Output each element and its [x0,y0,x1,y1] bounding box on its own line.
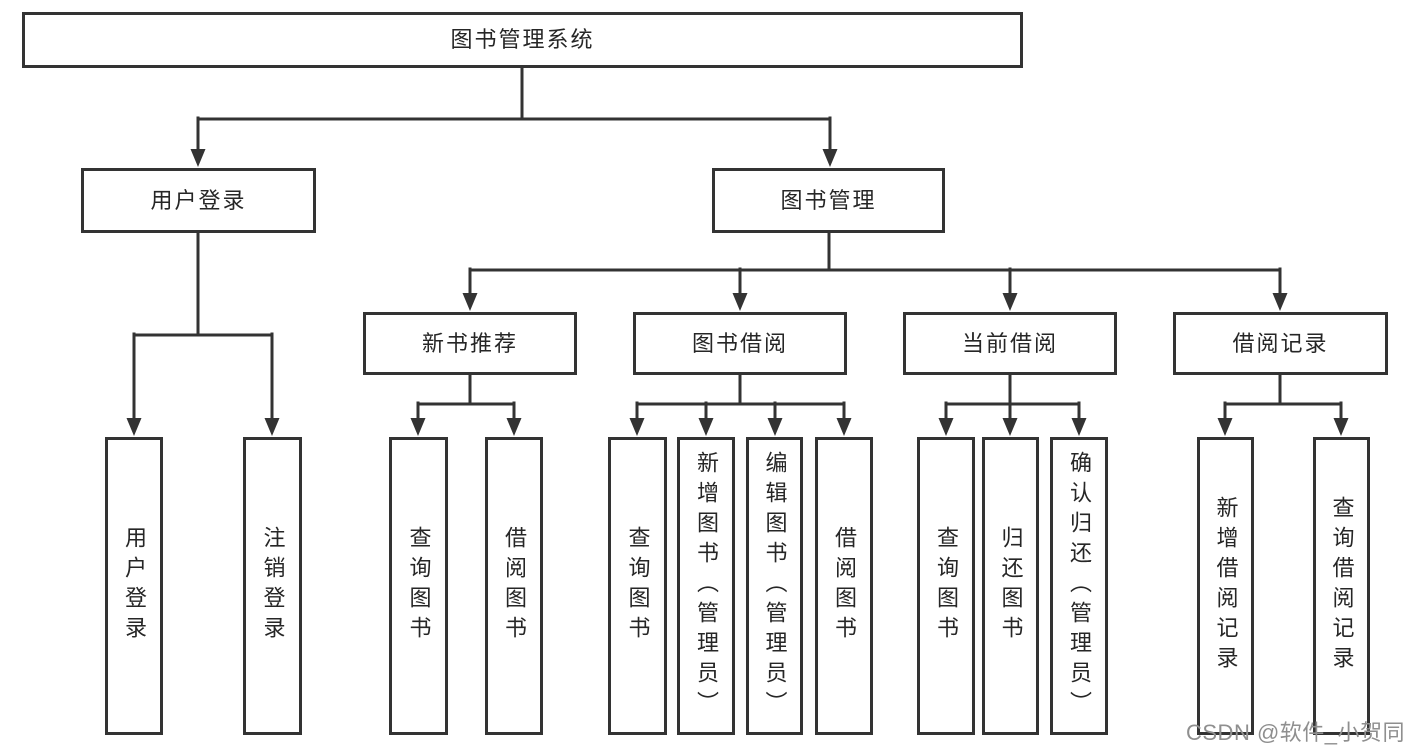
leaf-current-query-books-label: 查询图书 [934,526,959,646]
leaf-recommend-borrow-books: 借阅图书 [485,437,543,735]
leaf-borrow-query-books-label: 查询图书 [625,526,651,646]
leaf-edit-book-admin: 编辑图书（管理员） [746,437,803,735]
leaf-add-book-admin-label: 新增图书（管理员） [694,451,719,721]
connector-login-to-leaves [126,229,280,436]
node-root-label: 图书管理系统 [450,27,595,52]
connector-borrow-to-leaves [629,371,852,436]
node-current-borrow-label: 当前借阅 [961,330,1058,356]
leaf-add-borrow-record-label: 新增借阅记录 [1213,496,1239,676]
leaf-recommend-query-books-label: 查询图书 [406,526,432,646]
leaf-return-book: 归还图书 [982,437,1039,735]
leaf-return-book-label: 归还图书 [998,526,1024,646]
node-book-borrow-label: 图书借阅 [691,330,788,356]
node-book-mgmt-branch: 图书管理 [712,168,945,233]
connector-current-to-leaves [938,371,1087,436]
leaf-add-book-admin: 新增图书（管理员） [677,437,735,735]
leaf-logout: 注销登录 [243,437,302,735]
leaf-query-borrow-record: 查询借阅记录 [1313,437,1370,735]
connector-recommend-to-leaves [410,371,522,436]
leaf-confirm-return-admin-label: 确认归还（管理员） [1067,451,1092,721]
connector-mgmt-to-level3 [462,229,1288,311]
leaf-user-login: 用户登录 [105,437,163,735]
node-borrow-records-label: 借阅记录 [1232,330,1329,356]
node-user-login-label: 用户登录 [150,187,247,213]
leaf-current-query-books: 查询图书 [917,437,975,735]
node-book-borrow: 图书借阅 [633,312,847,375]
leaf-add-borrow-record: 新增借阅记录 [1197,437,1254,735]
leaf-logout-label: 注销登录 [260,526,286,646]
connector-records-to-leaves [1217,371,1349,436]
leaf-user-login-label: 用户登录 [122,526,147,646]
node-book-mgmt-label: 图书管理 [780,187,877,213]
leaf-borrow-borrow-books-label: 借阅图书 [832,526,857,646]
node-borrow-records: 借阅记录 [1173,312,1388,375]
connector-root-to-level2 [190,63,838,167]
node-user-login-branch: 用户登录 [81,168,316,233]
leaf-recommend-borrow-books-label: 借阅图书 [502,526,527,646]
leaf-borrow-borrow-books: 借阅图书 [815,437,873,735]
leaf-edit-book-admin-label: 编辑图书（管理员） [762,451,788,721]
node-new-book-recommend: 新书推荐 [363,312,577,375]
node-current-borrow: 当前借阅 [903,312,1117,375]
leaf-confirm-return-admin: 确认归还（管理员） [1050,437,1108,735]
node-root-system: 图书管理系统 [22,12,1023,68]
node-new-book-recommend-label: 新书推荐 [421,330,518,356]
leaf-query-borrow-record-label: 查询借阅记录 [1329,496,1355,676]
leaf-recommend-query-books: 查询图书 [389,437,448,735]
csdn-watermark: CSDN @软件_小贺同学 [1186,720,1405,745]
leaf-borrow-query-books: 查询图书 [608,437,667,735]
